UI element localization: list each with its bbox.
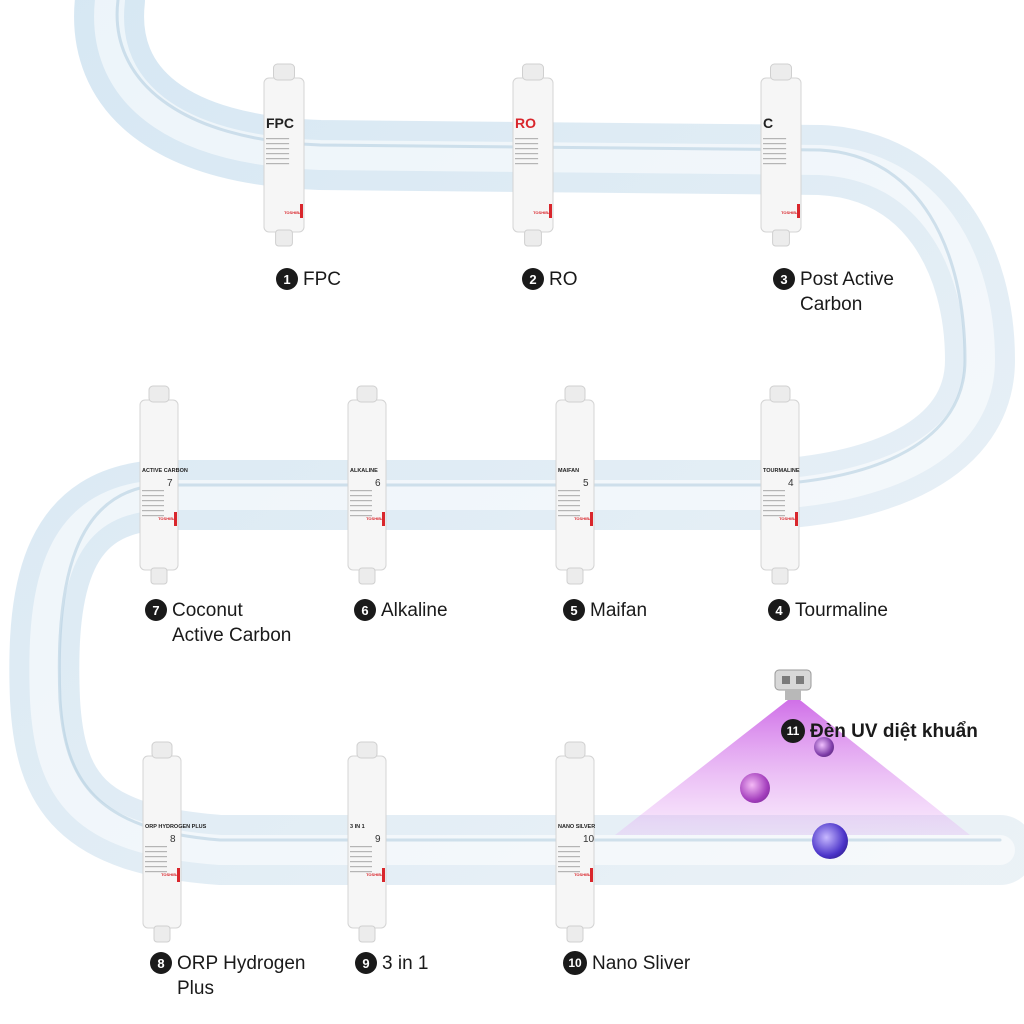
cartridge-label: FPC	[266, 115, 294, 131]
filter-cartridge: RO TOSHIBA	[512, 63, 554, 247]
stage-badge: 2	[522, 268, 544, 290]
brand-logo: TOSHIBA	[533, 210, 551, 215]
brand-logo: TOSHIBA	[158, 516, 176, 521]
cartridge-label: TOURMALINE	[763, 468, 800, 474]
stage-badge: 6	[354, 599, 376, 621]
stage-label: FPC	[303, 269, 341, 290]
brand-logo: TOSHIBA	[284, 210, 302, 215]
stage-badge: 9	[355, 952, 377, 974]
stage-label: Tourmaline	[795, 600, 888, 621]
uv-light-beam	[615, 700, 970, 835]
stage-badge: 8	[150, 952, 172, 974]
cartridge-label: NANO SILVER	[558, 824, 595, 830]
stage-badge: 11	[781, 719, 805, 743]
stage-badge: 5	[563, 599, 585, 621]
stage-label: Maifan	[590, 600, 648, 621]
cartridge-label: ACTIVE CARBON	[142, 468, 188, 474]
bacteria-icon	[814, 737, 834, 757]
cartridge-label: ORP HYDROGEN PLUS	[145, 824, 207, 830]
stage-badge: 7	[145, 599, 167, 621]
cartridge-number: 4	[788, 478, 794, 489]
bacteria-icon	[740, 773, 770, 803]
brand-logo: TOSHIBA	[574, 872, 592, 877]
filter-cartridge: C TOSHIBA	[760, 63, 802, 247]
filter-cartridge: FPC TOSHIBA	[263, 63, 305, 247]
stage-badge: 4	[768, 599, 790, 621]
cartridge-label: 3 IN 1	[350, 824, 365, 830]
stage-badge: 3	[773, 268, 795, 290]
stage-label: 3 in 1	[382, 953, 429, 974]
brand-logo: TOSHIBA	[161, 872, 179, 877]
filter-cartridge-icon: C TOSHIBA	[760, 63, 802, 247]
cartridge-number: 6	[375, 478, 381, 489]
stage-label: Post Active Carbon	[800, 269, 894, 315]
stage-badge: 10	[563, 951, 587, 975]
brand-logo: TOSHIBA	[366, 872, 384, 877]
cartridge-label: C	[763, 115, 773, 131]
brand-logo: TOSHIBA	[781, 210, 799, 215]
cartridge-number: 5	[583, 478, 589, 489]
stage-label: Nano Sliver	[592, 953, 691, 974]
cartridge-label: RO	[515, 115, 536, 131]
cartridge-number: 7	[167, 478, 173, 489]
cartridge-number: 8	[170, 834, 176, 845]
brand-logo: TOSHIBA	[366, 516, 384, 521]
cartridge-label: MAIFAN	[558, 468, 579, 474]
cartridge-number: 9	[375, 834, 381, 845]
brand-logo: TOSHIBA	[779, 516, 797, 521]
filter-cartridge-icon: FPC TOSHIBA	[263, 63, 305, 247]
uv-label: Đèn UV diệt khuẩn	[810, 721, 978, 742]
uv-caption: 11 Đèn UV diệt khuẩn	[781, 719, 978, 744]
stage-label: ORP Hydrogen Plus	[177, 953, 306, 999]
bacteria-icon	[812, 823, 848, 859]
stage-badge: 1	[276, 268, 298, 290]
cartridge-number: 10	[583, 834, 595, 845]
brand-logo: TOSHIBA	[574, 516, 592, 521]
stage-label: Alkaline	[381, 600, 448, 621]
cartridge-label: ALKALINE	[350, 468, 378, 474]
stage-label: Coconut Active Carbon	[172, 600, 292, 646]
filter-cartridge-icon: RO TOSHIBA	[512, 63, 554, 247]
stage-label: RO	[549, 269, 578, 290]
uv-lamp-icon	[770, 666, 816, 706]
